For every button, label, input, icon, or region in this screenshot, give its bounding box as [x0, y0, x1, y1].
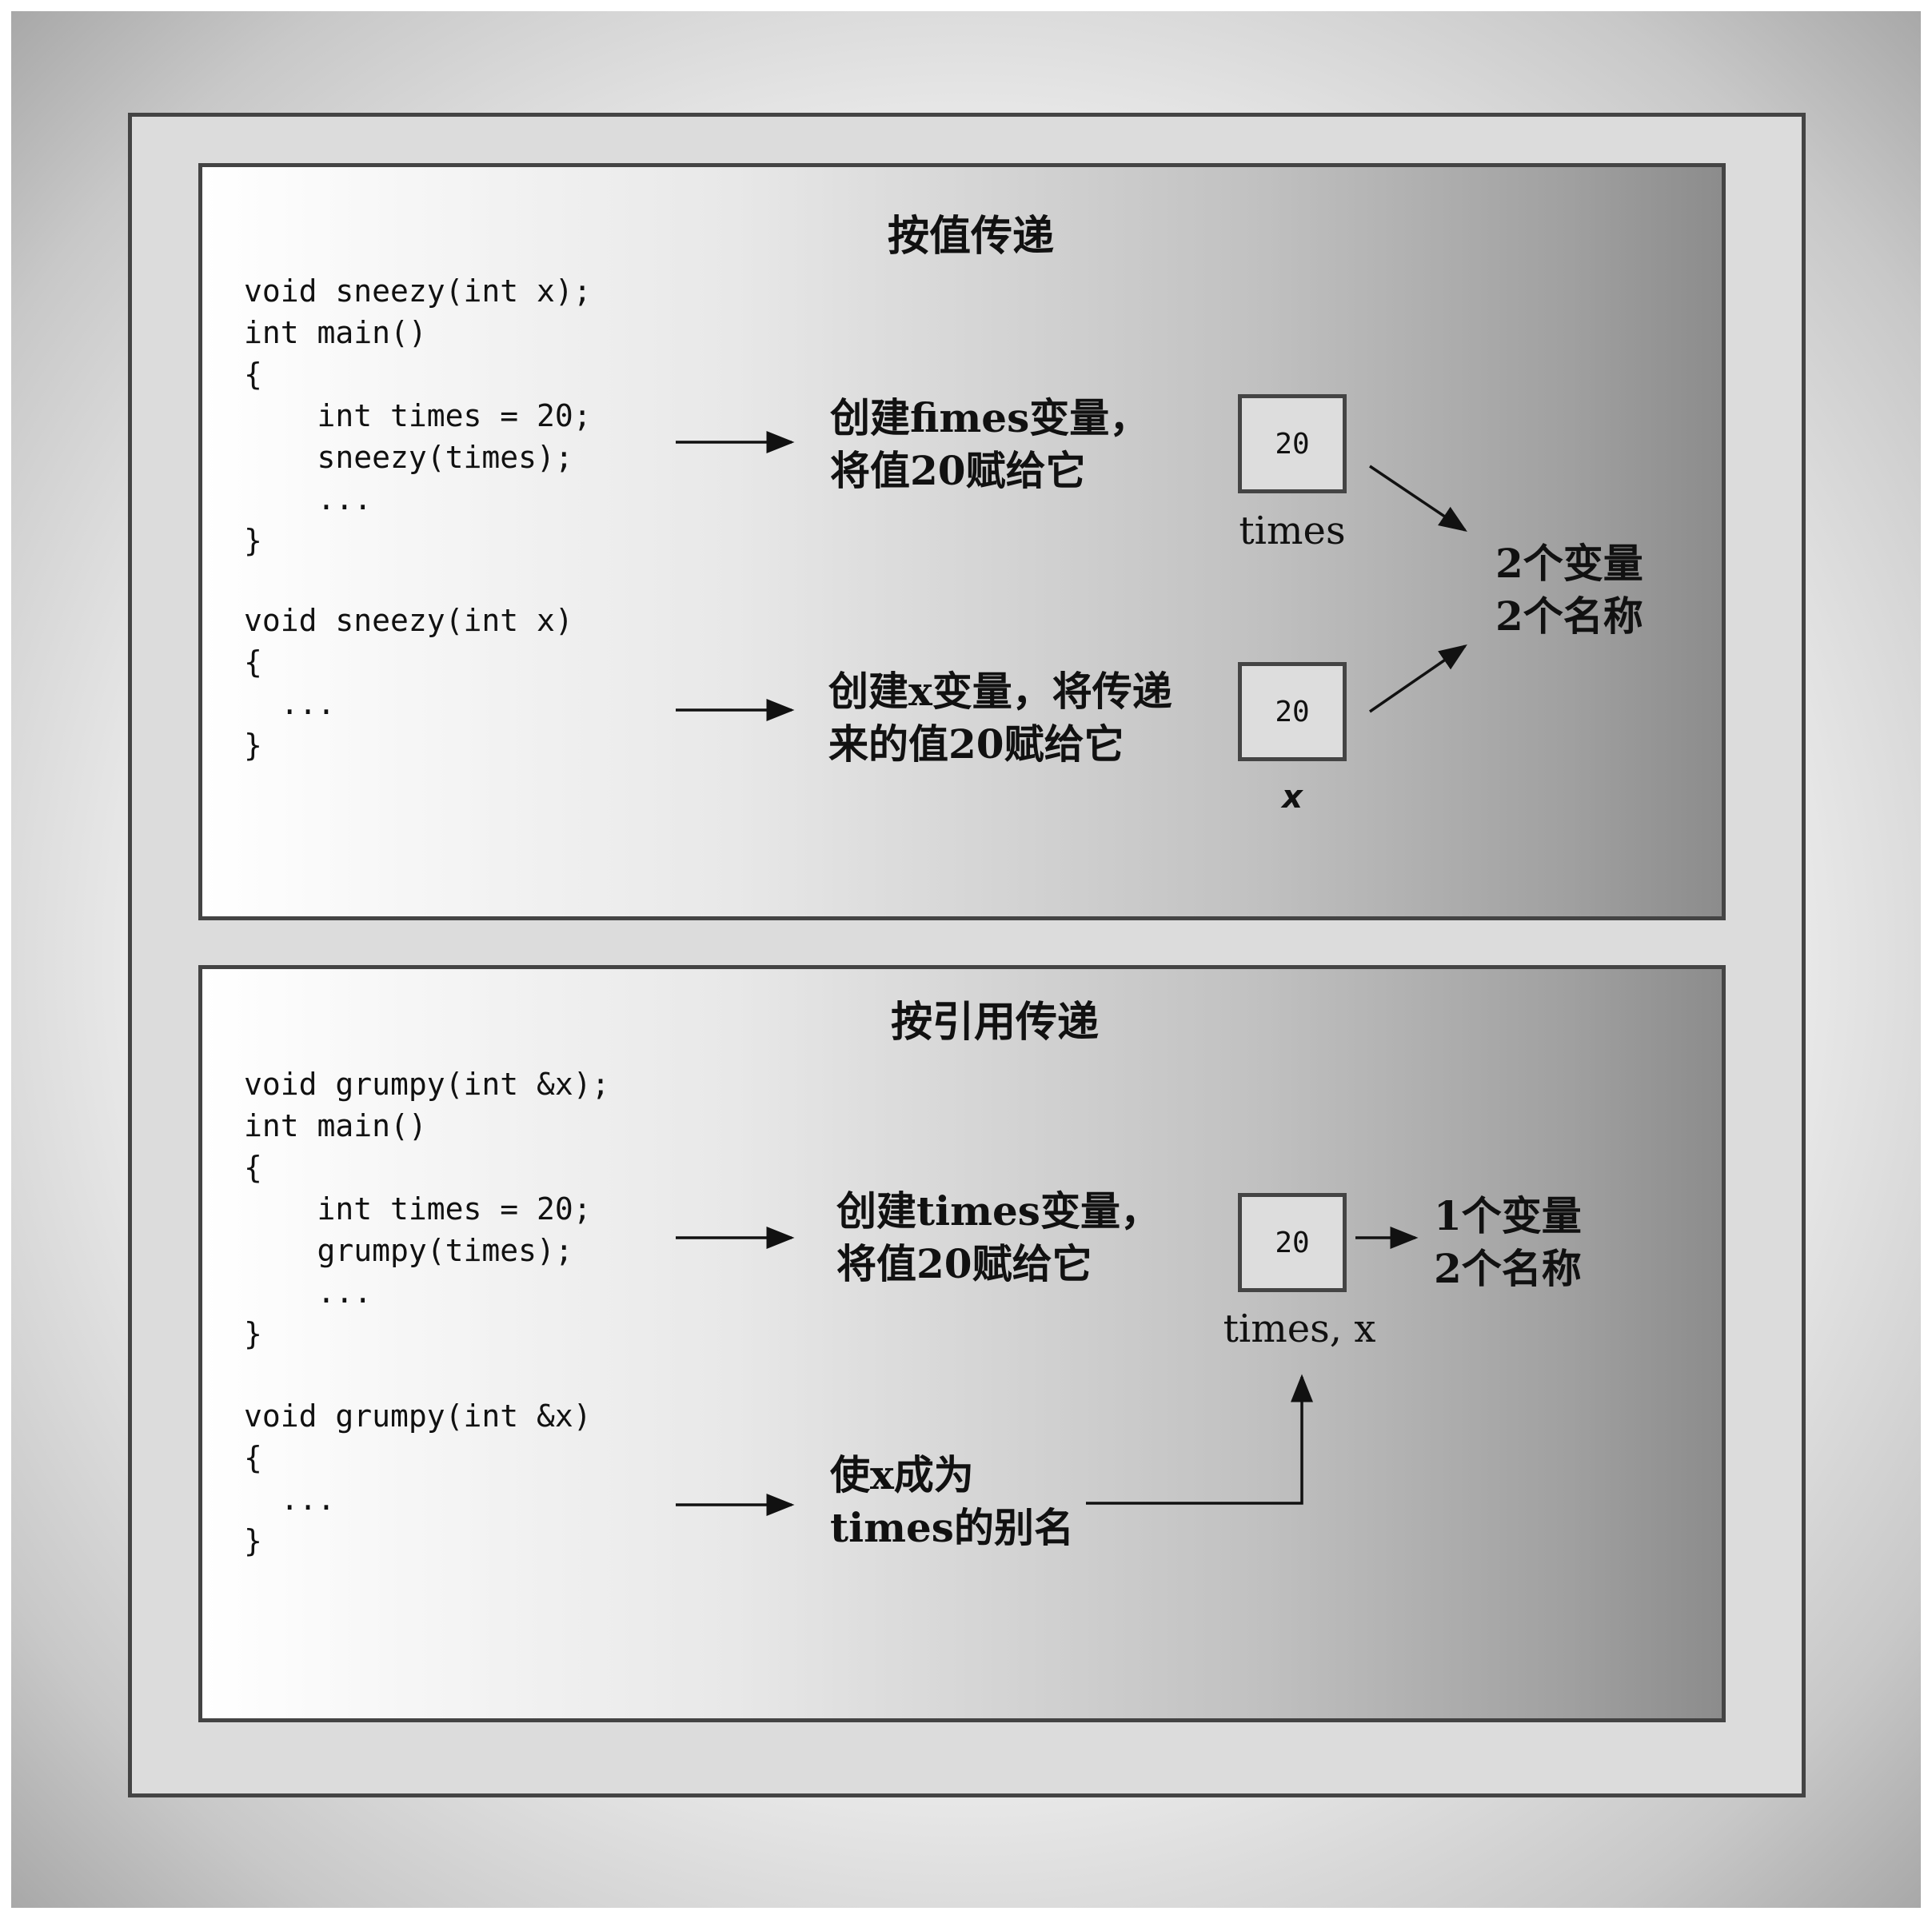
- by-reference-panel: [198, 965, 1726, 1722]
- code-line: void grumpy(int &x);: [244, 1067, 610, 1102]
- code-line: {: [244, 1150, 262, 1185]
- note-line: times的别名: [830, 1504, 1074, 1551]
- by-reference-note-main: 创建times变量， 将值20赋给它: [836, 1185, 1160, 1291]
- by-value-note-main: 创建fimes变量， 将值20赋给它: [830, 392, 1149, 497]
- code-line: ...: [244, 686, 336, 721]
- x-variable-box: 20: [1238, 662, 1347, 761]
- code-line: {: [244, 644, 262, 680]
- note-line: 将值20赋给它: [830, 447, 1086, 494]
- note-line: 创建fimes变量，: [830, 394, 1150, 441]
- result-line: 2个名称: [1434, 1245, 1582, 1292]
- code-line: {: [244, 1440, 262, 1475]
- result-line: 2个名称: [1495, 592, 1643, 640]
- code-line: }: [244, 728, 262, 763]
- note-line: 将值20赋给它: [836, 1240, 1092, 1287]
- code-line: sneezy(times);: [244, 440, 573, 475]
- code-line: {: [244, 357, 262, 392]
- by-reference-title: 按引用传递: [891, 998, 1100, 1047]
- times-variable-name: times: [1239, 509, 1346, 553]
- arrow-times-to-result: [1369, 465, 1467, 532]
- by-value-title: 按值传递: [888, 212, 1055, 261]
- code-line: int main(): [244, 315, 427, 350]
- note-line: 创建times变量，: [836, 1187, 1160, 1235]
- times-variable-box: 20: [1238, 394, 1347, 493]
- code-line: void grumpy(int &x): [244, 1398, 592, 1434]
- code-line: int times = 20;: [244, 1191, 592, 1227]
- by-reference-code-func: void grumpy(int &x) { ... }: [244, 1395, 592, 1562]
- arrow-alias-to-box: [1086, 1374, 1313, 1505]
- code-line: }: [244, 523, 262, 558]
- by-value-result: 2个变量 2个名称: [1495, 537, 1643, 643]
- by-reference-note-func: 使x成为 times的别名: [830, 1449, 1074, 1554]
- shared-variable-box: 20: [1238, 1193, 1347, 1292]
- code-line: grumpy(times);: [244, 1233, 573, 1268]
- code-line: ...: [244, 481, 373, 517]
- code-line: int main(): [244, 1108, 427, 1143]
- result-line: 2个变量: [1495, 540, 1643, 587]
- code-line: int times = 20;: [244, 398, 592, 433]
- x-variable-name: x: [1282, 779, 1303, 816]
- code-line: void sneezy(int x): [244, 603, 573, 638]
- by-reference-result: 1个变量 2个名称: [1434, 1190, 1582, 1295]
- shared-variable-names: times, x: [1223, 1307, 1376, 1351]
- by-value-code-func: void sneezy(int x) { ... }: [244, 600, 573, 766]
- code-line: }: [244, 1316, 262, 1351]
- by-value-code-main: void sneezy(int x); int main() { int tim…: [244, 270, 592, 561]
- note-line: 使x成为: [830, 1451, 974, 1498]
- note-line: 创建x变量，将传递: [828, 668, 1172, 715]
- by-value-panel: [198, 163, 1726, 920]
- by-reference-code-main: void grumpy(int &x); int main() { int ti…: [244, 1063, 610, 1354]
- code-line: ...: [244, 1275, 373, 1310]
- code-line: }: [244, 1523, 262, 1558]
- note-line: 来的值20赋给它: [828, 720, 1124, 768]
- code-line: ...: [244, 1482, 336, 1517]
- code-line: void sneezy(int x);: [244, 273, 592, 309]
- arrow-x-to-result: [1369, 644, 1467, 713]
- result-line: 1个变量: [1434, 1192, 1582, 1239]
- by-value-note-func: 创建x变量，将传递 来的值20赋给它: [828, 665, 1172, 771]
